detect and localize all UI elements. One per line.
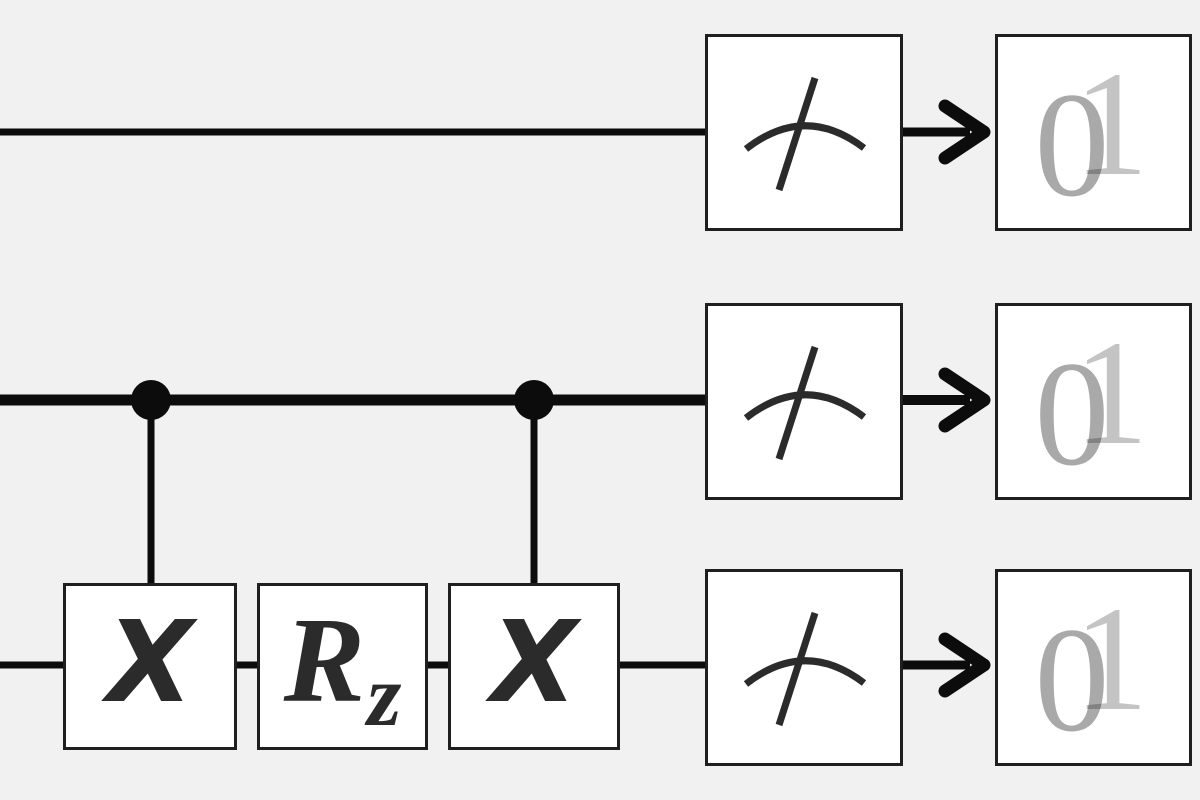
gate-rz-subscript: z [367, 647, 402, 745]
measurement-gauge-icon [743, 345, 867, 461]
outcome-display-qubit-2: 0 1 [995, 569, 1192, 766]
gate-x-left: X [63, 583, 237, 750]
measurement-gauge-icon [743, 611, 867, 727]
gate-rz-label: Rz [284, 599, 402, 740]
control-dot-icon [131, 380, 171, 420]
gate-x-left-label: X [106, 597, 194, 728]
outcome-digit-one: 1 [1073, 41, 1149, 207]
gate-rz-base: R [283, 592, 366, 728]
control-dot-icon [514, 380, 554, 420]
outcome-digit-one: 1 [1073, 576, 1149, 742]
outcome-digit-zero: 0 [1034, 331, 1110, 497]
gate-rz: Rz [257, 583, 428, 750]
outcome-display-qubit-1: 0 1 [995, 303, 1192, 500]
measurement-arrow-icon [903, 632, 991, 698]
gate-x-right: X [448, 583, 620, 750]
measurement-arrow-icon [903, 99, 991, 165]
outcome-display-qubit-0: 0 1 [995, 34, 1192, 231]
gate-x-right-label: X [490, 597, 578, 728]
measurement-arrow-icon [903, 367, 991, 433]
measurement-box-qubit-2 [705, 569, 903, 766]
measurement-box-qubit-1 [705, 303, 903, 500]
outcome-digit-zero: 0 [1034, 62, 1110, 228]
outcome-digit-one: 1 [1073, 310, 1149, 476]
outcome-digit-zero: 0 [1034, 597, 1110, 763]
measurement-gauge-icon [743, 76, 867, 192]
measurement-box-qubit-0 [705, 34, 903, 231]
